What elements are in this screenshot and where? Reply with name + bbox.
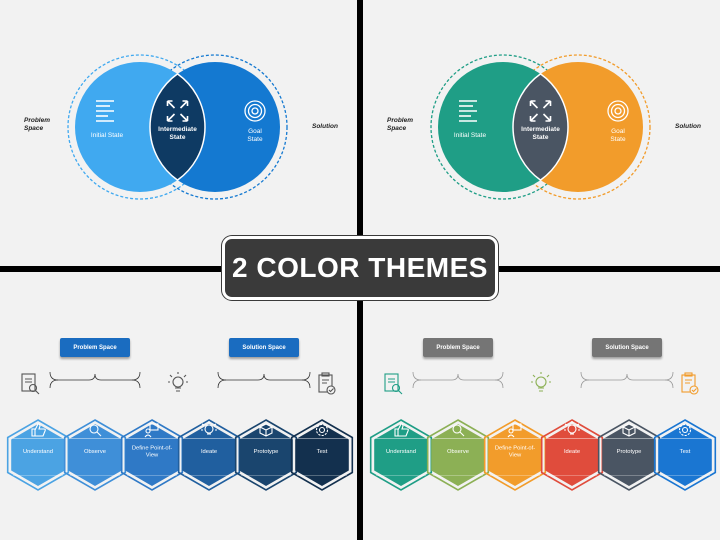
search-icon (452, 424, 465, 437)
step-hexagon: Prototype (597, 419, 661, 491)
step-label: Understand (23, 449, 53, 455)
step-hexagon: Define Point-of-View (483, 419, 547, 491)
thumbs-up-icon (31, 423, 46, 437)
step-hexagon: Test (290, 419, 354, 491)
problem-space-brace (412, 373, 504, 389)
initial-state-label: Initial State (454, 132, 487, 139)
expand-arrows-icon (529, 100, 552, 122)
solution-space-pill: Solution Space (592, 338, 662, 357)
gear-icon (315, 423, 329, 437)
document-search-icon (21, 373, 40, 395)
step-hexagon: Prototype (234, 419, 298, 491)
problem-space-pill: Problem Space (60, 338, 130, 357)
step-label: Ideate (564, 449, 580, 455)
problem-space-pill: Problem Space (423, 338, 493, 357)
step-label: Observe (447, 449, 469, 455)
step-label: Define Point-of-View (495, 446, 535, 459)
search-icon (89, 424, 102, 437)
color-themes-banner: 2 COLOR THEMES (222, 236, 498, 300)
step-label: Observe (84, 449, 106, 455)
step-hexagon: Observe (426, 419, 490, 491)
step-label: Define Point-of-View (132, 446, 172, 459)
step-label: Test (680, 449, 691, 455)
step-hexagon: Ideate (177, 419, 241, 491)
step-hexagon: Understand (369, 419, 433, 491)
steps-color-panel: Understand Observe Define Point-of-View Ide… (363, 272, 720, 540)
step-hexagon: Test (653, 419, 717, 491)
lightbulb-icon (564, 421, 580, 435)
problem-space-label: Problem Space (387, 117, 414, 132)
intermediate-state-lens (512, 72, 569, 182)
intermediate-state-lens (149, 72, 206, 182)
step-label: Ideate (201, 449, 217, 455)
problem-space-brace (49, 373, 141, 389)
solution-space-pill: Solution Space (229, 338, 299, 357)
list-icon (96, 100, 114, 122)
initial-state-label: Initial State (91, 132, 124, 139)
banner-title: 2 COLOR THEMES (232, 252, 488, 283)
steps-blue-panel: Understand Observe Define Point-of-View Ide… (0, 272, 357, 540)
step-label: Prototype (254, 449, 279, 455)
solution-label: Solution (312, 123, 338, 130)
step-hexagon: Understand (6, 419, 70, 491)
step-label: Test (317, 449, 328, 455)
lightbulb-icon (168, 372, 188, 392)
expand-arrows-icon (166, 100, 189, 122)
presenter-icon (507, 423, 522, 438)
step-label: Prototype (617, 449, 642, 455)
target-icon (607, 100, 629, 122)
solution-label: Solution (675, 123, 701, 130)
target-icon (244, 100, 266, 122)
clipboard-check-icon (318, 372, 336, 395)
step-label: Understand (386, 449, 416, 455)
lightbulb-icon (201, 421, 217, 435)
steps-diagram: Understand Observe Define Point-of-View Ide… (369, 371, 717, 491)
step-hexagon: Define Point-of-View (120, 419, 184, 491)
solution-space-brace (580, 373, 674, 389)
gear-icon (678, 423, 692, 437)
step-hexagon: Ideate (540, 419, 604, 491)
list-icon (459, 100, 477, 122)
problem-space-label: Problem Space (24, 117, 51, 132)
presenter-icon (144, 423, 159, 438)
steps-diagram: Understand Observe Define Point-of-View Ide… (6, 371, 354, 491)
lightbulb-icon (531, 372, 551, 392)
document-search-icon (384, 373, 403, 395)
step-hexagon: Observe (63, 419, 127, 491)
solution-space-brace (217, 373, 311, 389)
thumbs-up-icon (394, 423, 409, 437)
clipboard-check-icon (681, 372, 699, 395)
cube-icon (259, 423, 273, 437)
cube-icon (622, 423, 636, 437)
